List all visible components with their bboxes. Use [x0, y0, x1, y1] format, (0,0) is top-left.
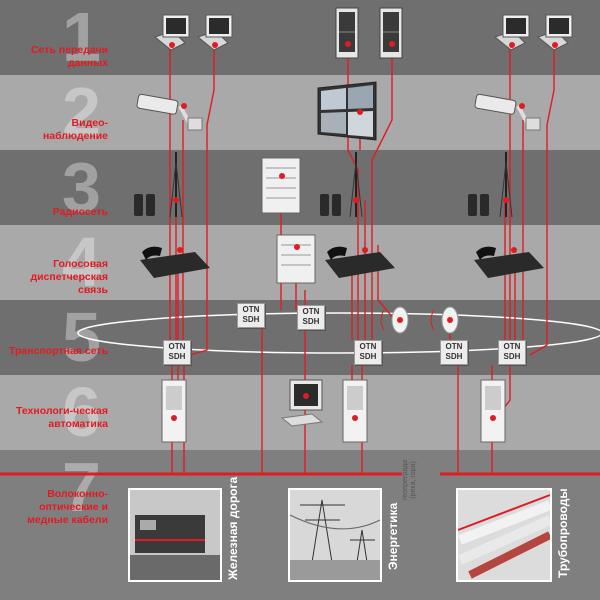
row-label: Видео-наблюдение [42, 117, 108, 142]
server-icon [379, 7, 403, 59]
row-number: 2 [62, 73, 101, 151]
row-label: Технологи-ческая автоматика [15, 405, 108, 430]
row-label: Голосовая диспетчерская связь [30, 258, 108, 296]
section-label-energy: Энергетика [386, 502, 400, 570]
dispatcher-phone-icon [140, 246, 210, 278]
radio-tower-icon [349, 152, 363, 218]
cctv-camera-icon [474, 93, 541, 131]
automation-cabinet-icon [480, 379, 506, 443]
section-label-pipelines: Трубопроводы [556, 488, 570, 578]
monitor-icon [153, 14, 190, 51]
walkie-talkie-icon [134, 194, 489, 216]
transport-ring [77, 312, 600, 354]
automation-cabinet-icon [342, 379, 368, 443]
equipment-rack-icon [276, 234, 316, 284]
server-icon [335, 7, 359, 59]
monitor-icon [493, 14, 530, 51]
cctv-camera-icon [136, 93, 203, 131]
pipelines-photo-art [457, 490, 553, 580]
row-number: 1 [62, 0, 101, 76]
monitor-icon [196, 14, 233, 51]
railway-photo-art [130, 490, 220, 580]
dispatcher-phone-icon [325, 246, 395, 278]
radio-tower-icon [499, 152, 513, 218]
row-number: 6 [62, 373, 101, 451]
row-number: 7 [62, 448, 101, 526]
microwave-antenna-icon [430, 306, 459, 334]
radio-tower-icon [169, 152, 183, 218]
row-label: Транспортная сеть [9, 345, 108, 357]
automation-cabinet-icon [161, 379, 187, 443]
row-number: 4 [62, 223, 101, 301]
microwave-antenna-icon [380, 306, 409, 334]
equipment-rack-icon [261, 157, 301, 214]
workstation-icon [280, 379, 324, 427]
row-label: Радиосеть [52, 206, 108, 218]
energy-photo-art [289, 490, 381, 580]
dispatcher-phone-icon [474, 246, 544, 278]
railway-photo [128, 488, 222, 582]
energy-photo [288, 488, 382, 582]
row-label: Сеть передачи данных [30, 44, 108, 69]
geo-barrier-label: геопреграда (река, гора) [402, 459, 417, 500]
section-label-railway: Железная дорога [226, 476, 240, 580]
row-number: 3 [62, 148, 101, 226]
pipelines-photo [456, 488, 552, 582]
row-label: Волоконно-оптические и медные кабели [27, 488, 108, 526]
monitor-icon [536, 14, 573, 51]
video-wall-icon [317, 81, 377, 141]
